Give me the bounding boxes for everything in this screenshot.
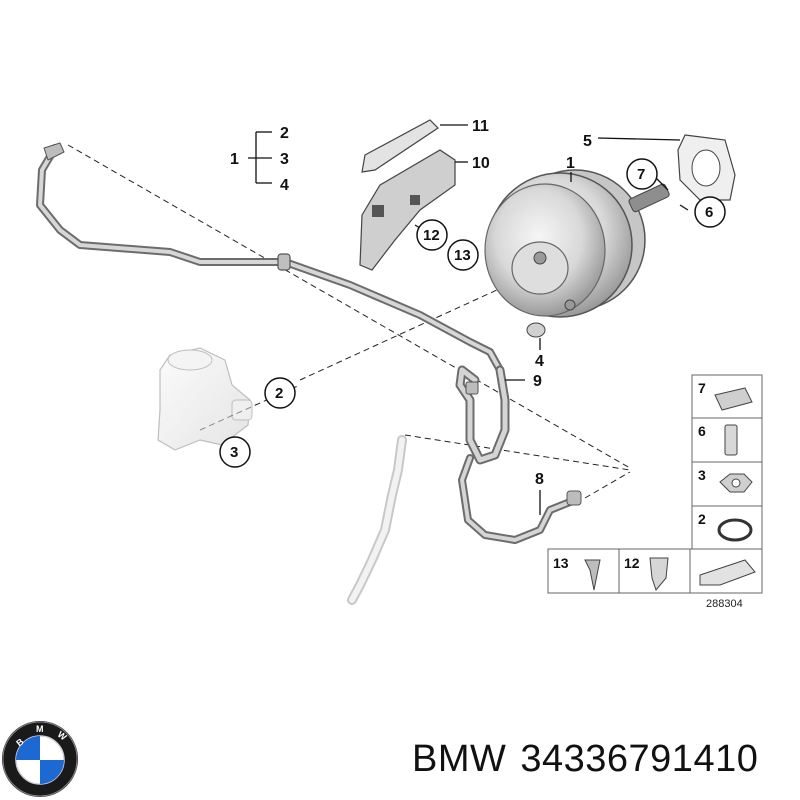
- label-booster: 1: [566, 155, 575, 172]
- label-hose-lower: 8: [535, 471, 544, 488]
- bmw-logo: B M W: [2, 721, 78, 797]
- label-group-child-4: 4: [280, 177, 289, 194]
- legend-item-2: 6: [698, 423, 706, 439]
- master-cylinder: [157, 347, 253, 451]
- svg-text:M: M: [36, 724, 44, 734]
- gasket: [677, 134, 736, 201]
- label-group-child-2: 2: [280, 125, 289, 142]
- callout-lines: [248, 124, 689, 515]
- label-check-valve: 7: [637, 166, 645, 183]
- label-screw-a: 13: [454, 247, 471, 264]
- vacuum-pipe-long: [36, 142, 504, 374]
- svg-text:B: B: [14, 736, 26, 748]
- vacuum-hoses: [455, 365, 582, 544]
- label-clip-left: 3: [230, 444, 238, 461]
- legend-item-3: 3: [698, 467, 706, 483]
- callout-labels: 1 2 3 4 1 5 11 10 4 9 8: [230, 118, 592, 488]
- legend-labels: 7 6 3 2 13 12: [553, 380, 706, 571]
- brake-booster: [484, 169, 670, 318]
- label-group-child-3: 3: [280, 151, 289, 168]
- label-rivet-a: 12: [423, 227, 440, 244]
- legend-bottom-item-2: 12: [624, 555, 640, 571]
- brand-name: BMW: [412, 738, 507, 780]
- label-gasket: 5: [583, 133, 592, 150]
- legend-item-1: 7: [698, 380, 706, 396]
- circled-callouts: 7 6 12 13 2 3: [219, 158, 726, 468]
- label-nut-right: 6: [705, 204, 713, 221]
- legend-bottom-item-1: 13: [553, 555, 569, 571]
- label-bracket-upper: 11: [472, 118, 489, 135]
- part-number: 34336791410: [520, 738, 759, 780]
- label-group-parent: 1: [230, 151, 239, 168]
- legend-panel: [547, 374, 763, 594]
- grommet: [526, 322, 546, 338]
- label-hose-upper: 9: [533, 373, 542, 390]
- legend-item-4: 2: [698, 511, 706, 527]
- hose-faded: [347, 435, 407, 605]
- heat-shield-brackets: [359, 119, 456, 271]
- label-bracket-lower: 10: [472, 155, 490, 172]
- reference-number: 288304: [706, 598, 743, 610]
- part-caption: BMW 34336791410: [412, 738, 758, 781]
- label-seal-left: 2: [275, 385, 283, 402]
- label-grommet: 4: [535, 353, 544, 370]
